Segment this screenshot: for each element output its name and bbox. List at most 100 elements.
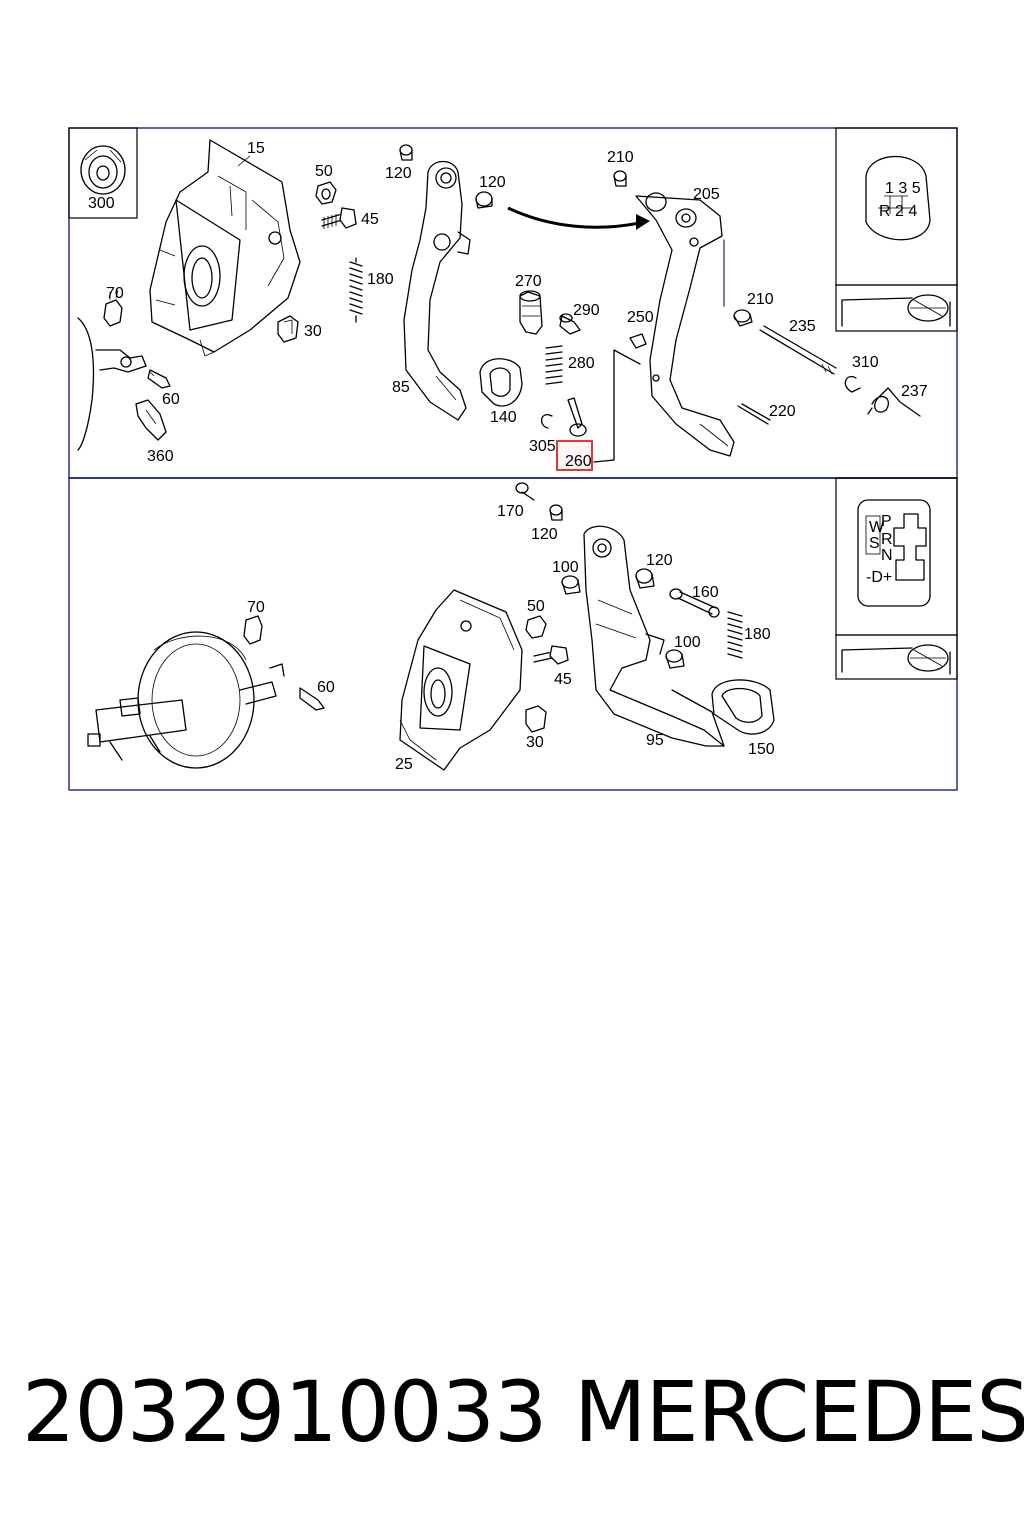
label-305: 305 bbox=[529, 438, 556, 455]
inset-auto-gear-box bbox=[835, 477, 958, 636]
brand-name: MERCEDES bbox=[574, 1363, 1024, 1461]
steering-wheel-bottom-icon bbox=[841, 644, 951, 675]
nut-50-icon bbox=[315, 181, 337, 205]
label-300: 300 bbox=[88, 195, 115, 212]
pedal-pad-150-icon bbox=[711, 679, 775, 735]
pedal-bracket-25-icon bbox=[399, 589, 523, 771]
bushing-120c-icon bbox=[549, 504, 563, 521]
bolt-160-icon bbox=[669, 588, 720, 618]
switch-260-icon bbox=[567, 397, 587, 437]
spring-280-icon bbox=[545, 345, 563, 385]
pedal-arm-95-icon bbox=[583, 525, 725, 747]
bottom-labels: 170 120 100 120 160 180 100 50 45 30 25 … bbox=[247, 503, 775, 773]
label-30b: 30 bbox=[526, 734, 544, 751]
label-45b: 45 bbox=[554, 671, 572, 688]
auto-gear-n: N bbox=[881, 547, 893, 564]
label-150: 150 bbox=[748, 741, 775, 758]
auto-gear-p: P bbox=[881, 513, 892, 530]
label-180b: 180 bbox=[744, 626, 771, 643]
label-140: 140 bbox=[490, 409, 517, 426]
switch-360-icon bbox=[135, 399, 167, 441]
inset-300-box bbox=[68, 127, 138, 219]
clip-30-bottom-icon bbox=[525, 705, 547, 733]
bushing-120b-icon bbox=[475, 191, 493, 209]
label-120a: 120 bbox=[385, 165, 412, 182]
auto-mode-2: S bbox=[869, 535, 880, 552]
clip-310-icon bbox=[844, 375, 861, 393]
clip-30-top-icon bbox=[277, 315, 299, 343]
label-310: 310 bbox=[852, 354, 879, 371]
label-120d: 120 bbox=[646, 552, 673, 569]
bushing-100b-icon bbox=[665, 649, 685, 669]
nut-50-bottom-icon bbox=[525, 615, 547, 639]
clip-305-icon bbox=[541, 414, 553, 429]
label-50: 50 bbox=[315, 163, 333, 180]
bushing-210b-icon bbox=[733, 309, 753, 327]
pedal-arm-205-icon bbox=[635, 192, 735, 457]
auto-gear-selector-icon bbox=[857, 499, 931, 607]
label-50b: 50 bbox=[527, 598, 545, 615]
gear-row-2: R 2 4 bbox=[879, 203, 917, 220]
label-15: 15 bbox=[247, 140, 265, 157]
steering-wheel-top-icon bbox=[841, 294, 951, 327]
label-270: 270 bbox=[515, 273, 542, 290]
auto-gear-r: R bbox=[881, 531, 893, 548]
bottom-panel-frame bbox=[68, 477, 958, 791]
pedal-arm-85-icon bbox=[403, 160, 471, 421]
label-360: 360 bbox=[147, 448, 174, 465]
highlight-box-260 bbox=[556, 440, 593, 471]
clip-70-bottom-icon bbox=[243, 615, 263, 645]
label-210b: 210 bbox=[747, 291, 774, 308]
label-280: 280 bbox=[568, 355, 595, 372]
pedal-pad-140-icon bbox=[479, 358, 523, 407]
bushing-210a-icon bbox=[613, 170, 627, 187]
top-labels: 15 50 45 180 70 30 60 360 300 120 120 85… bbox=[88, 140, 928, 465]
bolt-170-icon bbox=[515, 482, 535, 501]
label-235: 235 bbox=[789, 318, 816, 335]
bushing-120a-icon bbox=[399, 144, 413, 161]
label-85: 85 bbox=[392, 379, 410, 396]
part-number: 2032910033 bbox=[22, 1363, 547, 1461]
inset-steering-top-box bbox=[835, 284, 958, 332]
sensor-270-icon bbox=[519, 290, 543, 335]
stud-60-bottom-icon bbox=[299, 687, 325, 711]
parts-diagram: 1 3 5 R 2 4 bbox=[68, 127, 958, 791]
label-210a: 210 bbox=[607, 149, 634, 166]
label-25: 25 bbox=[395, 756, 413, 773]
label-220: 220 bbox=[769, 403, 796, 420]
label-70b: 70 bbox=[247, 599, 265, 616]
auto-gear-d: -D+ bbox=[866, 569, 892, 586]
spring-180-bottom-icon bbox=[727, 611, 743, 659]
label-260-highlighted: 260 bbox=[565, 453, 592, 470]
stopper-250-icon bbox=[629, 333, 647, 349]
auto-mode-1: W bbox=[869, 519, 885, 536]
label-250: 250 bbox=[627, 309, 654, 326]
label-30: 30 bbox=[304, 323, 322, 340]
label-160: 160 bbox=[692, 584, 719, 601]
label-205: 205 bbox=[693, 186, 720, 203]
brake-booster-partial-icon bbox=[77, 317, 147, 451]
inset-steering-bottom-box bbox=[835, 634, 958, 680]
label-120b: 120 bbox=[479, 174, 506, 191]
label-100b: 100 bbox=[674, 634, 701, 651]
brake-booster-icon bbox=[87, 631, 285, 769]
label-60b: 60 bbox=[317, 679, 335, 696]
bushing-120d-icon bbox=[635, 568, 655, 589]
manual-gear-knob-icon bbox=[865, 156, 931, 241]
label-60: 60 bbox=[162, 391, 180, 408]
spring-237-icon bbox=[867, 387, 921, 417]
label-45: 45 bbox=[361, 211, 379, 228]
pedal-bracket-15-icon bbox=[149, 139, 301, 357]
screw-290-icon bbox=[559, 313, 581, 335]
clip-70-top-icon bbox=[103, 289, 123, 327]
label-95: 95 bbox=[646, 732, 664, 749]
label-237: 237 bbox=[901, 383, 928, 400]
transfer-arrow-icon bbox=[507, 206, 650, 230]
label-170: 170 bbox=[497, 503, 524, 520]
label-180: 180 bbox=[367, 271, 394, 288]
bolt-45-bottom-icon bbox=[533, 645, 569, 665]
label-100a: 100 bbox=[552, 559, 579, 576]
gear-row-1: 1 3 5 bbox=[885, 180, 921, 197]
label-120c: 120 bbox=[531, 526, 558, 543]
bolt-45-icon bbox=[321, 207, 357, 229]
